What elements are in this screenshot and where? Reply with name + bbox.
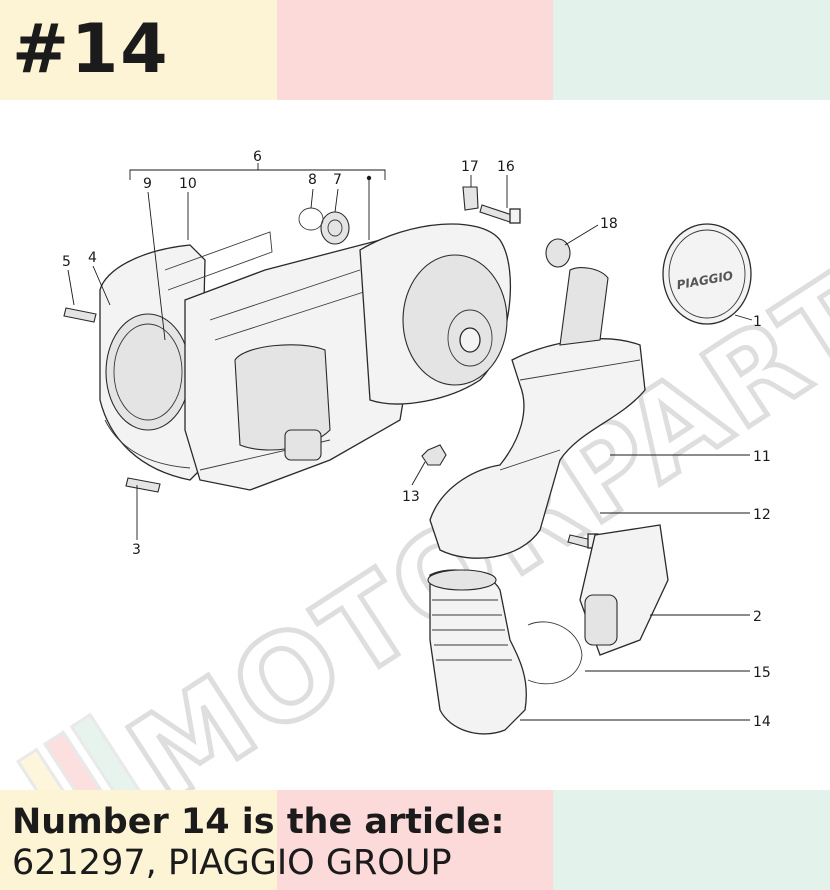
callout-1: 1 xyxy=(753,314,762,330)
callout-6: 6 xyxy=(253,149,262,165)
part-15-clamp xyxy=(527,621,583,685)
callout-18: 18 xyxy=(600,216,618,232)
leader-lines xyxy=(67,175,753,721)
part-6-intake-housing xyxy=(164,231,421,491)
part-1-badge: PIAGGIO xyxy=(662,223,752,325)
part-17-clip xyxy=(462,186,479,211)
header-band-green xyxy=(553,0,830,100)
callout-8: 8 xyxy=(308,172,317,188)
part-3-screw xyxy=(125,477,161,493)
part-8-circlip xyxy=(298,207,324,231)
footer-band-pink xyxy=(277,790,553,890)
page-number: #14 xyxy=(12,10,170,89)
callout-9: 9 xyxy=(143,176,152,192)
part-11-air-duct xyxy=(429,267,646,559)
callout-13: 13 xyxy=(402,489,420,505)
callouts: 1 2 3 4 5 6 7 8 9 10 11 12 13 14 15 16 1… xyxy=(62,149,771,730)
part-5-screw xyxy=(63,307,97,323)
callout-17: 17 xyxy=(461,159,479,175)
part-2-filter-box xyxy=(579,524,669,656)
watermark-stripe-green xyxy=(69,712,158,790)
callout-10: 10 xyxy=(179,176,197,192)
header-band-yellow xyxy=(0,0,277,100)
part-7-seal xyxy=(320,211,350,245)
callout-7: 7 xyxy=(333,172,342,188)
callout-2: 2 xyxy=(753,609,762,625)
article-caption-value: 621297, PIAGGIO GROUP xyxy=(12,843,452,883)
part-14-hose xyxy=(427,569,527,735)
callout-5: 5 xyxy=(62,254,71,270)
part-18-cap xyxy=(545,238,571,268)
watermark-stripe-pink xyxy=(42,730,131,790)
callout-12: 12 xyxy=(753,507,771,523)
group-bracket-6 xyxy=(129,169,386,180)
footer-band-green xyxy=(553,790,830,890)
callout-15: 15 xyxy=(753,665,771,681)
footer-band xyxy=(0,790,830,890)
callout-3: 3 xyxy=(132,542,141,558)
footer-band-yellow xyxy=(0,790,277,890)
callout-4: 4 xyxy=(88,250,97,266)
watermark-stripe-yellow xyxy=(15,747,104,790)
header-band-pink xyxy=(277,0,553,100)
part-16-screw xyxy=(479,204,521,224)
transmission-cover xyxy=(359,223,511,405)
header-band xyxy=(0,0,830,100)
callout-11: 11 xyxy=(753,449,771,465)
article-caption-title: Number 14 is the article: xyxy=(12,802,505,842)
part-13-nut xyxy=(421,444,447,466)
callout-16: 16 xyxy=(497,159,515,175)
part-4-plate xyxy=(99,244,206,481)
callout-14: 14 xyxy=(753,714,771,730)
exploded-parts-diagram: MOTORPARTSRUSSIA xyxy=(15,100,830,790)
